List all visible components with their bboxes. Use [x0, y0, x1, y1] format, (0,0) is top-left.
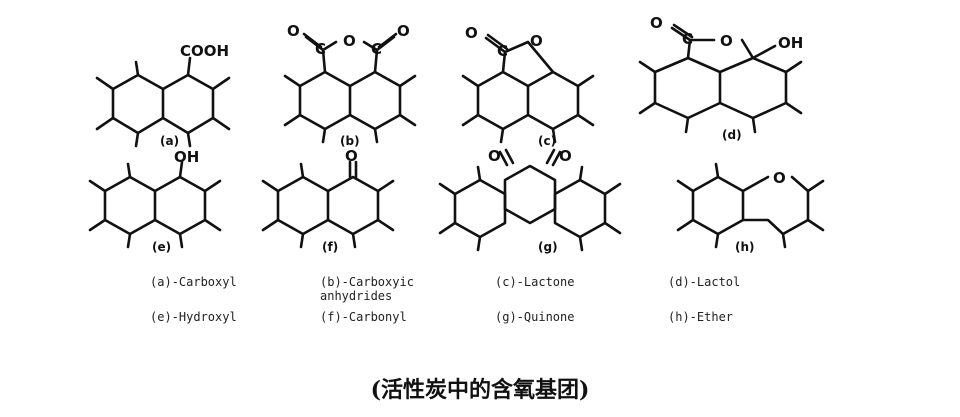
atom-o-b3: O [397, 22, 410, 40]
atom-o-b2: O [343, 32, 356, 50]
panel-letter-g: (g) [538, 240, 558, 254]
structure-f-carbonyl [261, 160, 395, 249]
legend-carboxyl: (a)-Carboxyl [150, 275, 237, 289]
atom-cooh: COOH [180, 42, 229, 60]
structure-g-quinone [438, 148, 622, 252]
structure-d-lactol [638, 23, 803, 134]
atom-o-d2: O [720, 32, 733, 50]
atom-c-b1: C [315, 40, 326, 58]
legend-lactol: (d)-Lactol [668, 275, 741, 289]
atom-oh-e: OH [174, 148, 199, 166]
panel-letter-e: (e) [152, 240, 172, 254]
atom-o-b1: O [287, 22, 300, 40]
atom-o-d1: O [650, 14, 663, 32]
panel-letter-b: (b) [340, 134, 360, 148]
figure-caption: (活性炭中的含氧基团) [370, 377, 590, 403]
panel-letter-d: (d) [722, 128, 742, 142]
legend-hydroxyl: (e)-Hydroxyl [150, 310, 237, 324]
structure-h-ether [676, 162, 825, 249]
panel-letter-a: (a) [160, 134, 180, 148]
panel-letter-h: (h) [735, 240, 755, 254]
structure-b-anhydride [283, 32, 417, 144]
atom-c-c1: C [497, 42, 508, 60]
atom-c-d1: C [682, 30, 693, 48]
structure-e-hydroxyl [88, 160, 222, 249]
atom-oh-d: OH [778, 34, 803, 52]
atom-o-c2: O [530, 32, 543, 50]
legend-ether: (h)-Ether [668, 310, 734, 324]
atom-o-g2: O [559, 147, 572, 165]
panel-letter-f: (f) [322, 240, 339, 254]
atom-o-h: O [773, 169, 786, 187]
atom-c-b2: C [371, 40, 382, 58]
structure-a-carboxyl [95, 56, 231, 148]
panel-letter-c: (c) [538, 134, 557, 148]
structure-c-lactone [461, 33, 595, 144]
atom-o-g1: O [488, 147, 501, 165]
legend-anhydrides: (b)-Carboxyic anhydrides [320, 275, 414, 303]
legend-quinone: (g)-Quinone [495, 310, 575, 324]
atom-o-f: O [345, 147, 358, 165]
legend-carbonyl: (f)-Carbonyl [320, 310, 407, 324]
legend-lactone: (c)-Lactone [495, 275, 575, 289]
atom-o-c1: O [465, 24, 478, 42]
